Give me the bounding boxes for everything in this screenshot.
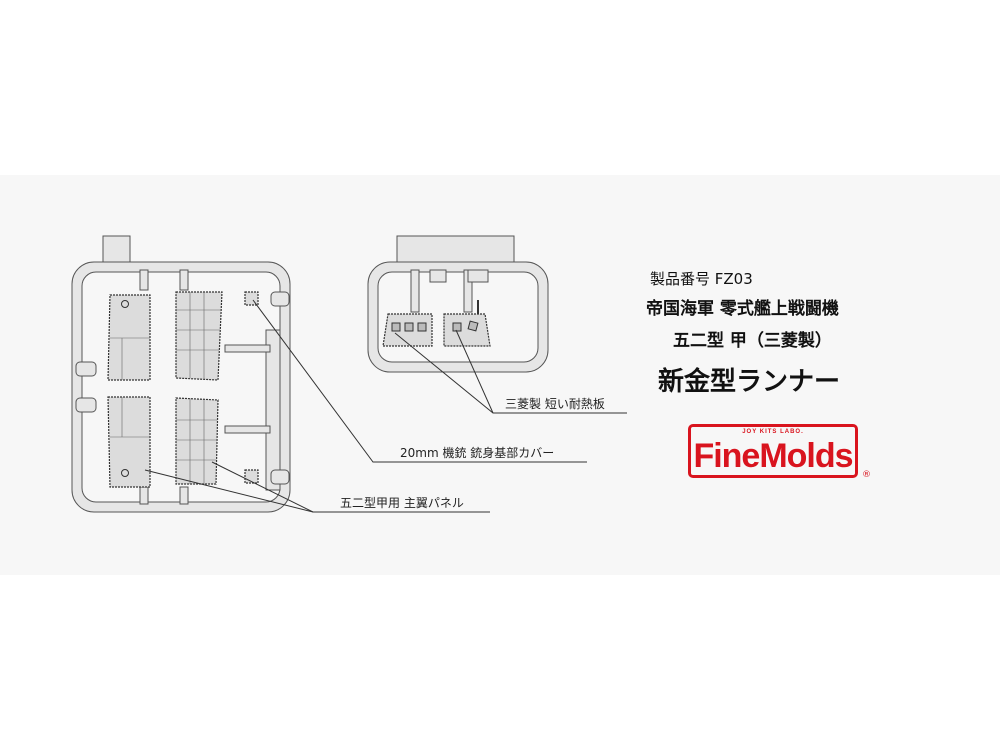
logo-tagline: JOY KITS LABO. <box>742 429 804 435</box>
finemolds-logo: JOY KITS LABO. FineMolds <box>688 424 858 478</box>
product-title-line2: 五二型 甲（三菱製） <box>673 331 832 351</box>
product-title-line3: 新金型ランナー <box>658 367 841 397</box>
product-number: 製品番号 FZ03 <box>650 270 753 288</box>
callout-gun-cover: 20mm 機銃 銃身基部カバー <box>400 446 555 460</box>
product-title-line1: 帝国海軍 零式艦上戦闘機 <box>646 299 839 319</box>
logo-text: FineMolds <box>693 437 853 475</box>
wing-panel-parts <box>107 291 259 488</box>
leader-lines <box>144 299 627 513</box>
callout-wing-panel: 五二型甲用 主翼パネル <box>340 496 464 510</box>
registered-mark: ® <box>862 470 871 480</box>
right-runner <box>367 235 549 373</box>
callout-heat-shield: 三菱製 短い耐熱板 <box>505 397 605 411</box>
